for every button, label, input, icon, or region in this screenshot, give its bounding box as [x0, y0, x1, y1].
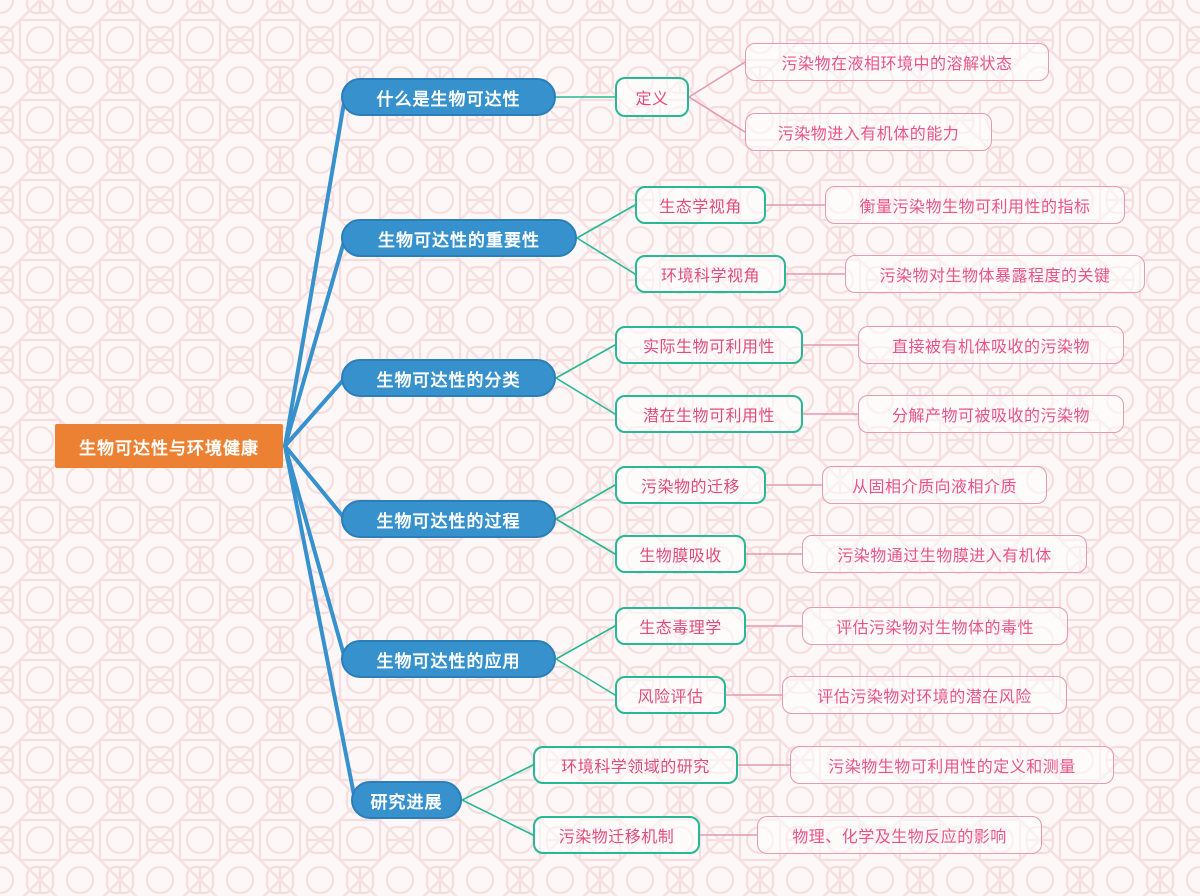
branch-node-b5[interactable]: 生物可达性的应用 — [341, 640, 556, 678]
detail-node[interactable]: 污染物进入有机体的能力 — [745, 113, 992, 151]
topic-node[interactable]: 实际生物可利用性 — [615, 326, 803, 364]
branch-node-b2[interactable]: 生物可达性的重要性 — [341, 219, 577, 257]
detail-node[interactable]: 评估污染物对生物体的毒性 — [802, 607, 1068, 645]
topic-node[interactable]: 污染物的迁移 — [615, 466, 766, 504]
detail-node[interactable]: 直接被有机体吸收的污染物 — [858, 326, 1124, 364]
branch-node-b3[interactable]: 生物可达性的分类 — [341, 359, 556, 397]
topic-node[interactable]: 潜在生物可利用性 — [615, 395, 803, 433]
detail-node[interactable]: 污染物通过生物膜进入有机体 — [802, 535, 1087, 573]
topic-node[interactable]: 生物膜吸收 — [615, 535, 746, 573]
detail-node[interactable]: 污染物在液相环境中的溶解状态 — [745, 43, 1049, 81]
topic-node[interactable]: 风险评估 — [615, 676, 726, 714]
topic-node[interactable]: 污染物迁移机制 — [533, 816, 700, 854]
detail-node[interactable]: 物理、化学及生物反应的影响 — [757, 816, 1042, 854]
detail-node[interactable]: 污染物对生物体暴露程度的关键 — [845, 255, 1145, 293]
branch-node-b6[interactable]: 研究进展 — [351, 781, 462, 819]
branch-node-b4[interactable]: 生物可达性的过程 — [341, 500, 556, 538]
root-node[interactable]: 生物可达性与环境健康 — [55, 424, 283, 468]
detail-node[interactable]: 分解产物可被吸收的污染物 — [858, 395, 1124, 433]
topic-node[interactable]: 定义 — [615, 77, 689, 117]
detail-node[interactable]: 评估污染物对环境的潜在风险 — [782, 676, 1067, 714]
detail-node[interactable]: 衡量污染物生物可利用性的指标 — [825, 186, 1125, 224]
detail-node[interactable]: 从固相介质向液相介质 — [822, 466, 1047, 504]
branch-node-b1[interactable]: 什么是生物可达性 — [341, 78, 556, 116]
topic-node[interactable]: 环境科学视角 — [635, 255, 786, 293]
topic-node[interactable]: 生态毒理学 — [615, 607, 746, 645]
topic-node[interactable]: 生态学视角 — [635, 186, 766, 224]
detail-node[interactable]: 污染物生物可利用性的定义和测量 — [790, 746, 1114, 784]
topic-node[interactable]: 环境科学领域的研究 — [533, 746, 738, 784]
